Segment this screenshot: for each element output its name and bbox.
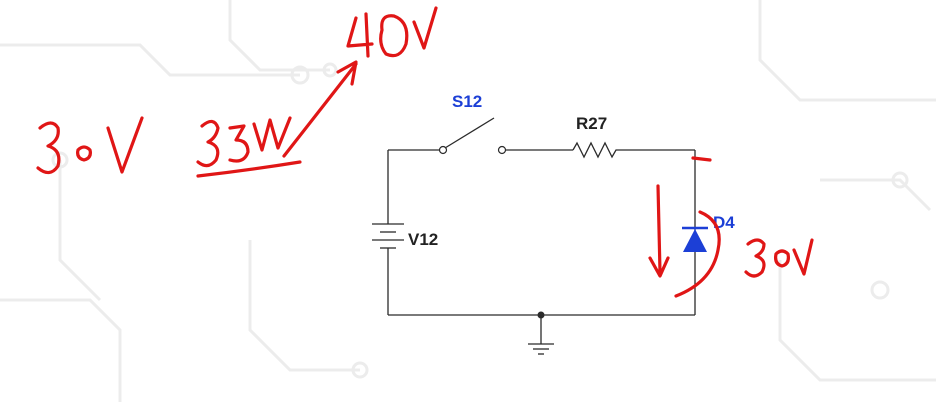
switch-s12 bbox=[438, 117, 507, 155]
handwritten-35v bbox=[196, 116, 302, 178]
diode-d4 bbox=[682, 226, 708, 252]
handwritten-down-arrow bbox=[648, 184, 670, 278]
resistor-r27 bbox=[572, 141, 620, 159]
handwritten-annotations bbox=[36, 6, 814, 298]
source-label: V12 bbox=[408, 230, 438, 249]
handwritten-30v-right bbox=[744, 238, 814, 278]
battery-v12 bbox=[372, 223, 404, 256]
ground-symbol bbox=[528, 315, 554, 355]
handwritten-tick bbox=[691, 156, 712, 162]
handwritten-up-arrow bbox=[282, 60, 358, 158]
switch-label: S12 bbox=[452, 92, 482, 111]
handwritten-30v-left bbox=[36, 116, 144, 175]
handwritten-diode-loop bbox=[674, 210, 721, 298]
handwritten-40v bbox=[346, 6, 438, 58]
resistor-label: R27 bbox=[576, 114, 607, 133]
